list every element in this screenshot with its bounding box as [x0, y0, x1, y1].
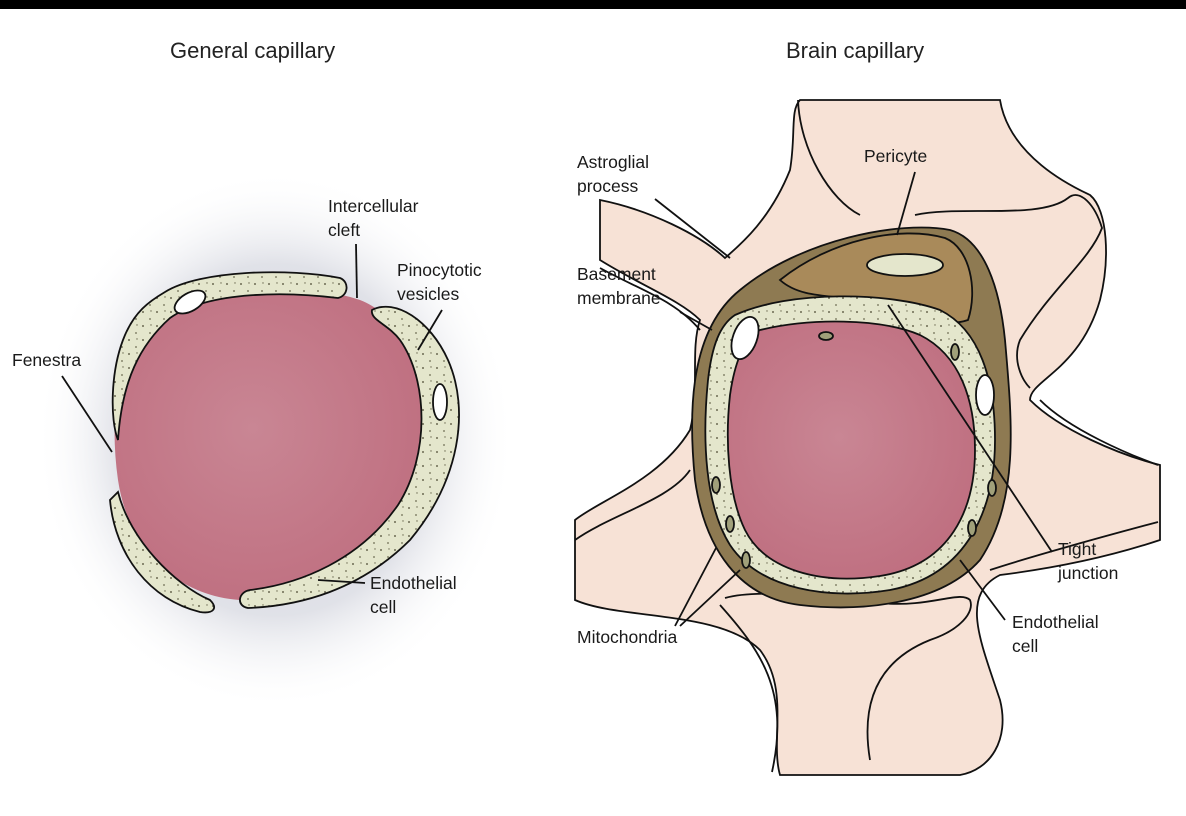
label-tight-2: junction — [1057, 563, 1118, 583]
mitochondrion-3 — [742, 552, 750, 568]
mitochondrion-7 — [968, 520, 976, 536]
vesicle-2 — [433, 384, 447, 420]
label-pinocytotic-1: Pinocytotic — [397, 260, 482, 280]
mitochondrion-4 — [819, 332, 833, 340]
label-brain-endothelial-1: Endothelial — [1012, 612, 1099, 632]
label-astroglial-2: process — [577, 176, 639, 196]
brain-capillary: Brain capillary Astroglial — [575, 38, 1160, 775]
general-capillary: General capillary Intercellular cleft Pi… — [12, 38, 515, 710]
mitochondrion-1 — [712, 477, 720, 493]
label-intercellular-2: cleft — [328, 220, 360, 240]
brain-lumen — [728, 322, 975, 579]
label-pinocytotic-2: vesicles — [397, 284, 459, 304]
label-basement-1: Basement — [577, 264, 656, 284]
label-fenestra: Fenestra — [12, 350, 81, 370]
mitochondrion-6 — [988, 480, 996, 496]
brain-capillary-title: Brain capillary — [786, 38, 924, 63]
general-capillary-title: General capillary — [170, 38, 335, 63]
label-intercellular-1: Intercellular — [328, 196, 419, 216]
label-general-endothelial-2: cell — [370, 597, 396, 617]
leader-intercellular — [356, 244, 357, 298]
mitochondrion-2 — [726, 516, 734, 532]
label-general-endothelial-1: Endothelial — [370, 573, 457, 593]
mitochondrion-5 — [951, 344, 959, 360]
label-pericyte: Pericyte — [864, 146, 927, 166]
label-brain-endothelial-2: cell — [1012, 636, 1038, 656]
label-astroglial-1: Astroglial — [577, 152, 649, 172]
label-tight-1: Tight — [1058, 539, 1096, 559]
label-basement-2: membrane — [577, 288, 661, 308]
pericyte-nucleus — [867, 254, 943, 276]
label-mitochondria: Mitochondria — [577, 627, 677, 647]
brain-vesicle-2 — [976, 375, 994, 415]
